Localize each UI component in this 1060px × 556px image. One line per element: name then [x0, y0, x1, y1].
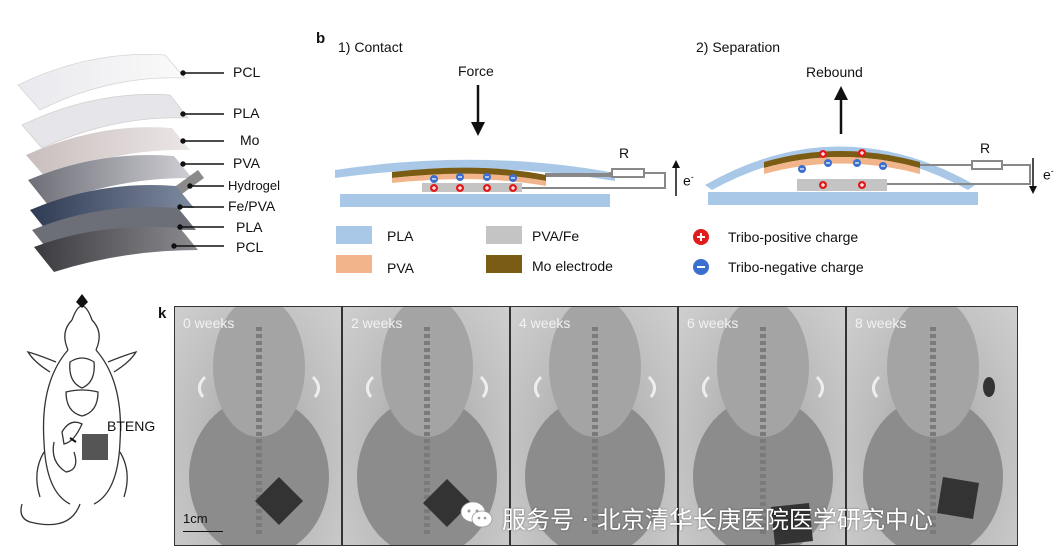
- legend-positive-charge-icon: [693, 229, 709, 245]
- separation-pva: [764, 157, 920, 174]
- separation-resistor: [971, 160, 1003, 170]
- separation-pva-fe: [797, 179, 887, 191]
- rebound-label: Rebound: [806, 64, 863, 80]
- contact-negative-charges: [430, 173, 517, 183]
- separation-bottom-pla: [708, 192, 978, 205]
- legend-label-negative: Tribo-negative charge: [728, 259, 864, 275]
- bteng-label: BTENG: [107, 418, 156, 434]
- legend-swatch-pla: [336, 226, 372, 244]
- layer-label-fe-pva: Fe/PVA: [228, 198, 276, 214]
- legend-label-positive: Tribo-positive charge: [728, 229, 859, 245]
- xray-panel-0-weeks: 0 weeks 1cm: [174, 306, 342, 546]
- contact-positive-charges: [430, 184, 517, 192]
- separation-title: 2) Separation: [696, 39, 781, 55]
- contact-mo-electrode: [392, 167, 546, 181]
- legend-swatch-pva: [336, 255, 372, 273]
- implant-2-weeks: [423, 479, 471, 527]
- separation-top-pla: [705, 146, 975, 190]
- electron-label-contact: e-: [683, 172, 694, 189]
- layer-pcl-bottom: [34, 226, 198, 272]
- xray-label-6-weeks: 6 weeks: [687, 315, 739, 331]
- layer-pla: [21, 94, 189, 149]
- layer-pva: [28, 155, 192, 205]
- layer-label-hydrogel: Hydrogel: [228, 178, 281, 193]
- layer-label-pcl-bottom: PCL: [236, 239, 264, 255]
- separation-positive-charges: [819, 149, 866, 189]
- electron-label-separation: e-: [1043, 166, 1054, 183]
- legend-label-pla: PLA: [387, 228, 414, 244]
- contact-resistor: [611, 168, 645, 178]
- xray-panel-6-weeks: 6 weeks: [678, 306, 846, 546]
- layer-pcl-top: [17, 54, 186, 111]
- scale-bar-label: 1cm: [183, 511, 208, 526]
- implant-0-weeks: [255, 477, 303, 525]
- contact-bottom-pla: [340, 194, 610, 207]
- force-label: Force: [458, 63, 494, 79]
- panel-letter-k: k: [158, 305, 167, 322]
- legend-swatch-pva-fe: [486, 226, 522, 244]
- xray-label-4-weeks: 4 weeks: [519, 315, 571, 331]
- legend-label-mo: Mo electrode: [532, 258, 613, 274]
- contact-pva-fe: [422, 183, 522, 192]
- resistor-label-separation: R: [980, 140, 991, 156]
- separation-mo-electrode: [764, 151, 920, 168]
- layer-mo: [26, 127, 190, 178]
- contact-title: 1) Contact: [338, 39, 403, 55]
- bteng-device-marker: [82, 434, 108, 460]
- layer-label-pla-lower: PLA: [236, 219, 263, 235]
- xray-label-0-weeks: 0 weeks: [183, 315, 235, 331]
- implant-8-weeks: [937, 477, 979, 519]
- contact-top-pla: [335, 159, 615, 181]
- rat-illustration: [20, 294, 138, 526]
- xray-label-8-weeks: 8 weeks: [855, 315, 907, 331]
- contact-pva: [392, 173, 546, 186]
- wechat-icon: [460, 501, 493, 528]
- layer-label-pla: PLA: [233, 105, 260, 121]
- separation-negative-charges: [798, 159, 887, 173]
- layer-label-pcl-top: PCL: [233, 64, 261, 80]
- teng-mechanism-diagram: [335, 85, 1037, 207]
- legend-label-pva: PVA: [387, 260, 414, 276]
- layer-stack-diagram: [17, 54, 224, 272]
- panel-letter-b: b: [316, 30, 326, 47]
- xray-panel-8-weeks: 8 weeks: [846, 306, 1018, 546]
- xray-label-2-weeks: 2 weeks: [351, 315, 403, 331]
- resistor-label-contact: R: [619, 145, 630, 161]
- implant-6-weeks: [771, 503, 813, 545]
- legend-negative-charge-icon: [693, 259, 709, 275]
- layer-label-pva: PVA: [233, 155, 260, 171]
- legend-swatch-mo: [486, 255, 522, 273]
- scale-bar: [183, 531, 223, 532]
- legend-label-pva-fe: PVA/Fe: [532, 228, 580, 244]
- watermark-text: 服务号 · 北京清华长庚医院医学研究中心: [502, 506, 933, 534]
- layer-label-mo: Mo: [240, 132, 260, 148]
- xray-panel-4-weeks: 4 weeks: [510, 306, 678, 546]
